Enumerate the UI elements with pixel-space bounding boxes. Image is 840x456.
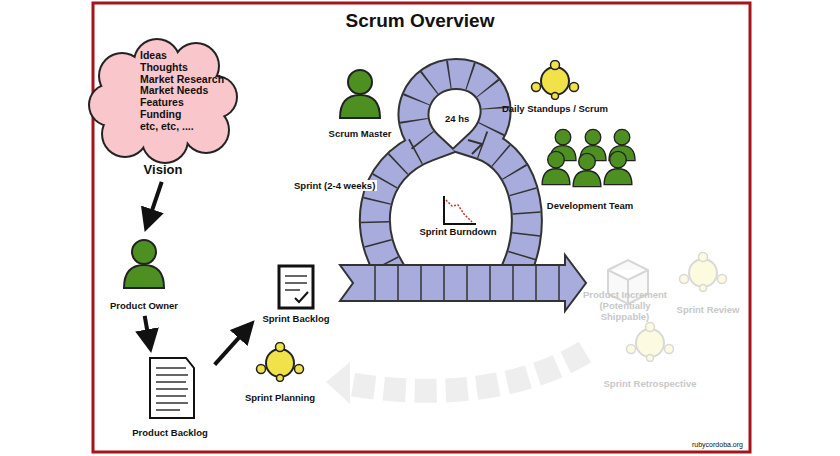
ceremony-box: Sprint Review bbox=[672, 250, 744, 316]
role-box: Product Owner bbox=[104, 234, 184, 312]
product-owner-icon bbox=[124, 240, 164, 288]
ceremony-box: Sprint Retrospective bbox=[598, 320, 702, 390]
cycle-label: 24 hs bbox=[443, 113, 471, 124]
team-box: Development Team bbox=[535, 128, 645, 212]
planning-icon bbox=[257, 343, 304, 382]
node-label: Product Increment (Potentially Shippable… bbox=[580, 290, 670, 323]
flow-arrow bbox=[145, 316, 150, 345]
node-label: Sprint Retrospective bbox=[604, 379, 697, 390]
node-label: Daily Standups / Scrum bbox=[502, 104, 608, 115]
sprint-backlog-icon bbox=[279, 266, 313, 308]
node-label: Product Backlog bbox=[132, 428, 208, 439]
node-label: Sprint Planning bbox=[245, 393, 315, 404]
node-label: Scrum Master bbox=[329, 129, 392, 140]
node-label: Sprint Review bbox=[677, 305, 740, 316]
node-label: Sprint Backlog bbox=[262, 314, 329, 325]
sprint-label: Sprint (2-4 weeks) bbox=[292, 180, 377, 191]
node-label: Sprint Burndown bbox=[419, 227, 496, 238]
diagram-title: Scrum Overview bbox=[0, 10, 840, 32]
flow-arrow bbox=[215, 326, 250, 364]
flow-arrow bbox=[147, 182, 162, 225]
idea-item: Funding bbox=[98, 109, 228, 121]
idea-item: Thoughts bbox=[98, 62, 228, 74]
idea-item: Market Needs bbox=[98, 85, 228, 97]
idea-cloud: IdeasThoughtsMarket ResearchMarket Needs… bbox=[98, 50, 228, 178]
idea-item: Features bbox=[98, 97, 228, 109]
idea-cloud bbox=[88, 38, 238, 164]
scrum-master-icon bbox=[340, 70, 380, 118]
idea-item: Market Research bbox=[98, 74, 228, 86]
burndown-chart bbox=[444, 196, 476, 224]
team-icon bbox=[542, 129, 635, 186]
node-label: Product Owner bbox=[110, 301, 178, 312]
node-label: Development Team bbox=[547, 201, 633, 212]
credit-label: rubycordoba.org bbox=[690, 441, 745, 448]
frame bbox=[93, 3, 750, 452]
idea-item: Ideas bbox=[98, 50, 228, 62]
artifact-box: Product Backlog bbox=[128, 355, 212, 439]
ceremony-box: Daily Standups / Scrum bbox=[497, 60, 613, 115]
idea-item: etc, etc, .... bbox=[98, 121, 228, 133]
artifact-box: Sprint Backlog bbox=[256, 262, 336, 325]
product-backlog-icon bbox=[150, 358, 194, 418]
role-box: Scrum Master bbox=[320, 68, 400, 140]
increment-box: Product Increment (Potentially Shippable… bbox=[572, 255, 678, 323]
chart-box: Sprint Burndown bbox=[416, 192, 499, 238]
ceremony-box: Sprint Planning bbox=[240, 340, 320, 404]
standup-icon bbox=[532, 61, 579, 100]
faded-return-arrow bbox=[326, 352, 585, 404]
heading: Vision bbox=[98, 163, 228, 178]
